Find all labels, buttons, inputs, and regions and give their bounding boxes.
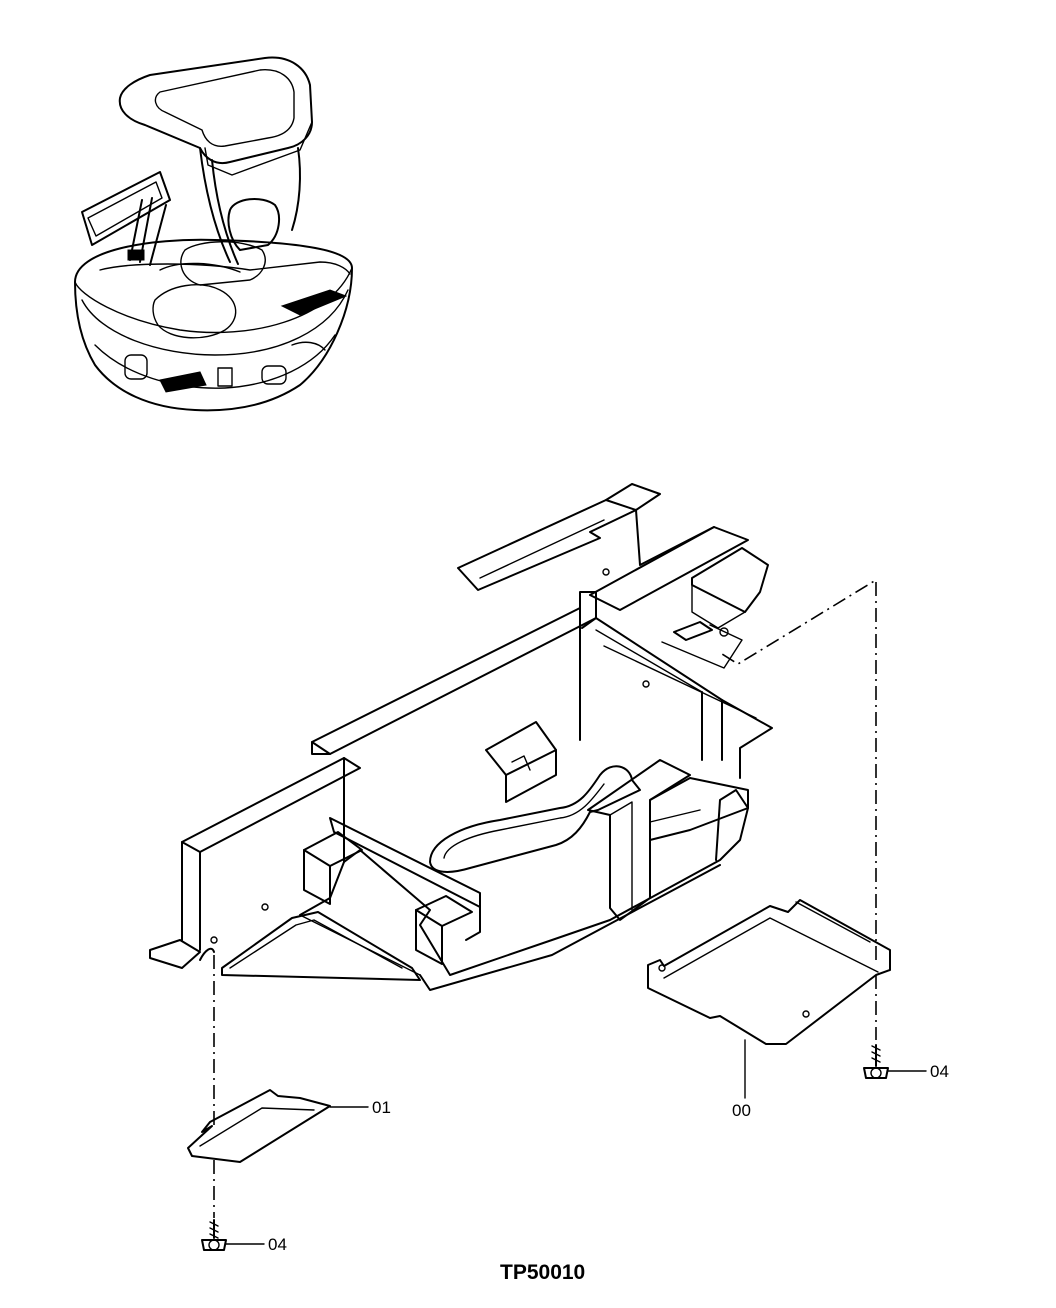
- machine-locator-view: [74, 56, 353, 412]
- callout-bolt-left: 04: [268, 1235, 287, 1254]
- frame-assembly: [149, 483, 773, 991]
- callout-bolt-right: 04: [930, 1062, 949, 1081]
- assembly-centerlines: [213, 578, 877, 1218]
- drawing-code: TP50010: [500, 1261, 585, 1284]
- callout-plate-right: 00: [732, 1101, 751, 1120]
- cover-plate-right: [647, 899, 891, 1045]
- cover-plate-left: [187, 1089, 331, 1163]
- leader-lines: [225, 1039, 927, 1245]
- bolt-right: [863, 1044, 889, 1079]
- callout-plate-left: 01: [372, 1098, 391, 1117]
- bolt-left: [201, 1219, 227, 1251]
